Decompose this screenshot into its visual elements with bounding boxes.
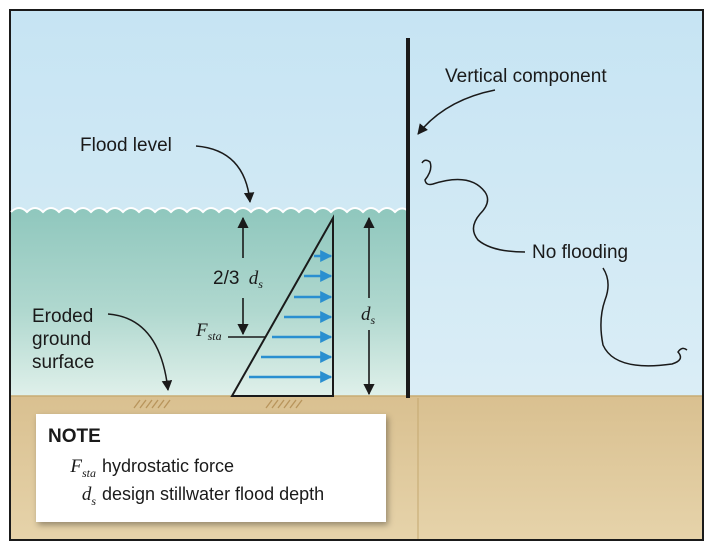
- note-symbol-fsta: Fsta: [70, 456, 96, 480]
- eroded-label-line1: Eroded: [32, 306, 93, 327]
- flood-level-label: Flood level: [80, 135, 172, 156]
- pressure-arrows: [249, 250, 333, 383]
- note-desc-fsta: hydrostatic force: [102, 456, 235, 476]
- ds-label: ds: [361, 304, 376, 327]
- vertical-component-callout: [417, 89, 496, 135]
- floodwater: [11, 208, 407, 396]
- fsta-label: Fsta: [195, 320, 222, 343]
- no-flooding-squiggle-lower: [600, 267, 688, 367]
- eroded-hatch-left: [133, 399, 171, 409]
- no-flooding-label: No flooding: [532, 242, 628, 263]
- eroded-label-line3: surface: [32, 352, 94, 373]
- note-title: NOTE: [48, 426, 101, 447]
- note-box: NOTE Fsta hydrostatic force ds design st…: [36, 414, 386, 522]
- no-flooding-squiggle-upper: [421, 159, 526, 253]
- eroded-surface-callout: [107, 313, 173, 392]
- eroded-label-line2: ground: [32, 329, 91, 350]
- flood-level-callout: [195, 145, 255, 204]
- two-thirds-ds-label: 2/3 ds: [213, 268, 263, 291]
- vertical-component-label: Vertical component: [445, 66, 607, 87]
- note-symbol-ds: ds: [81, 484, 96, 508]
- flood-surface-waves: [10, 207, 408, 214]
- eroded-hatch-right: [265, 399, 303, 409]
- pressure-triangle: [230, 214, 334, 397]
- note-desc-ds: design stillwater flood depth: [102, 484, 325, 504]
